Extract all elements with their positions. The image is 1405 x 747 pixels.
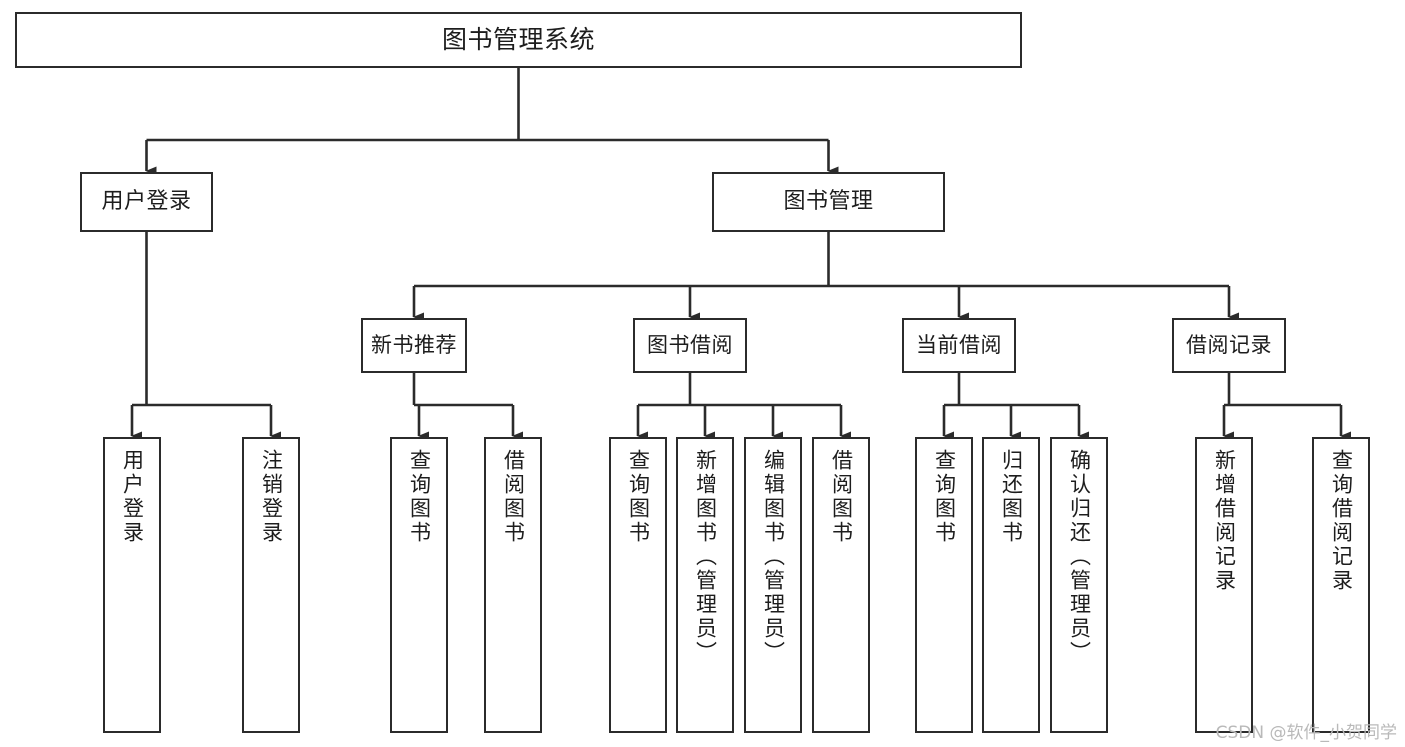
node-label: 新增图书（管理员） xyxy=(693,449,718,665)
node-root-book-management-system[interactable]: 图书管理系统 xyxy=(15,12,1022,68)
edges-group xyxy=(130,68,1351,441)
node-user-login[interactable]: 用户登录 xyxy=(80,172,213,232)
node-label: 图书管理 xyxy=(783,189,874,215)
node-leaf-confirm-return[interactable]: 确认归还（管理员） xyxy=(1050,437,1108,733)
node-leaf-logout[interactable]: 注销登录 xyxy=(242,437,300,733)
node-label: 当前借阅 xyxy=(916,333,1002,358)
node-label: 查询图书 xyxy=(626,449,651,545)
node-label: 编辑图书（管理员） xyxy=(761,449,786,665)
node-label: 图书借阅 xyxy=(647,333,733,358)
node-label: 借阅记录 xyxy=(1186,333,1272,358)
node-label: 借阅图书 xyxy=(829,449,854,545)
node-label: 注销登录 xyxy=(259,449,284,545)
node-leaf-query-book-1[interactable]: 查询图书 xyxy=(390,437,448,733)
node-label: 查询图书 xyxy=(932,449,957,545)
csdn-watermark: CSDN @软件_小贺同学 xyxy=(1215,723,1397,743)
node-leaf-add-record[interactable]: 新增借阅记录 xyxy=(1195,437,1253,733)
node-leaf-return-book[interactable]: 归还图书 xyxy=(982,437,1040,733)
node-borrow-record[interactable]: 借阅记录 xyxy=(1172,318,1286,373)
node-leaf-borrow-book-2[interactable]: 借阅图书 xyxy=(812,437,870,733)
node-label: 图书管理系统 xyxy=(441,24,595,54)
node-current-borrow[interactable]: 当前借阅 xyxy=(902,318,1016,373)
node-leaf-borrow-book-1[interactable]: 借阅图书 xyxy=(484,437,542,733)
node-label: 用户登录 xyxy=(120,449,145,545)
node-book-borrow[interactable]: 图书借阅 xyxy=(633,318,747,373)
node-label: 确认归还（管理员） xyxy=(1067,449,1092,665)
node-leaf-query-book-2[interactable]: 查询图书 xyxy=(609,437,667,733)
node-leaf-edit-book[interactable]: 编辑图书（管理员） xyxy=(744,437,802,733)
node-leaf-query-record[interactable]: 查询借阅记录 xyxy=(1312,437,1370,733)
node-new-book-recommend[interactable]: 新书推荐 xyxy=(361,318,467,373)
node-leaf-user-login[interactable]: 用户登录 xyxy=(103,437,161,733)
node-leaf-query-book-3[interactable]: 查询图书 xyxy=(915,437,973,733)
node-label: 查询借阅记录 xyxy=(1329,449,1354,593)
node-book-management[interactable]: 图书管理 xyxy=(712,172,945,232)
node-label: 新增借阅记录 xyxy=(1212,449,1237,593)
node-leaf-add-book[interactable]: 新增图书（管理员） xyxy=(676,437,734,733)
node-label: 用户登录 xyxy=(101,189,192,215)
node-label: 查询图书 xyxy=(407,449,432,545)
node-label: 归还图书 xyxy=(999,449,1024,545)
node-label: 新书推荐 xyxy=(371,333,457,358)
node-label: 借阅图书 xyxy=(501,449,526,545)
